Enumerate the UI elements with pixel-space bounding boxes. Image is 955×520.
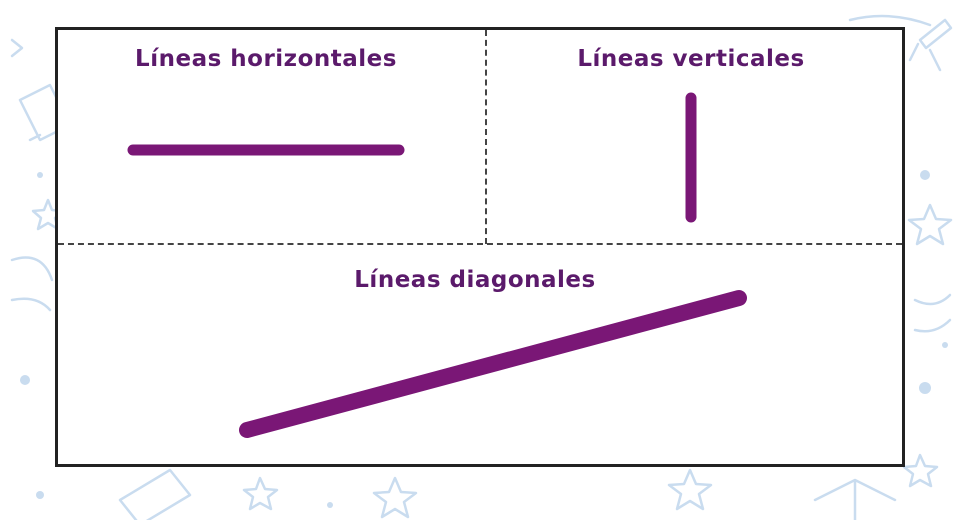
dot-doodle-icon [919, 382, 931, 394]
star-doodle-icon [242, 476, 279, 511]
vertical-dashed-divider [485, 30, 487, 244]
swoosh-doodle-icon [848, 14, 932, 27]
pencil-doodle-icon [118, 468, 192, 520]
line-types-board: Líneas horizontales Líneas verticales Lí… [55, 27, 905, 467]
dot-doodle-icon [942, 342, 948, 348]
star-doodle-icon [667, 468, 713, 511]
horizontal-dashed-divider [58, 243, 902, 245]
dot-doodle-icon [920, 170, 930, 180]
diagonal-line-example [239, 290, 747, 438]
swoosh-doodle-icon [10, 256, 54, 312]
dot-doodle-icon [327, 502, 333, 508]
star-doodle-icon [902, 453, 939, 488]
horizontal-lines-title: Líneas horizontales [135, 46, 397, 72]
book-doodle-icon [813, 478, 897, 520]
diagonal-lines-title: Líneas diagonales [354, 267, 596, 293]
swoosh-doodle-icon [913, 293, 952, 333]
star-doodle-icon [372, 476, 418, 519]
star-doodle-icon [907, 203, 953, 246]
example-lines [127, 92, 747, 438]
rocket-doodle-icon [908, 18, 953, 72]
dot-doodle-icon [36, 491, 44, 499]
vertical-lines-title: Líneas verticales [577, 46, 805, 72]
arrow-doodle-icon [10, 38, 24, 58]
dot-doodle-icon [37, 172, 43, 178]
dot-doodle-icon [20, 375, 30, 385]
